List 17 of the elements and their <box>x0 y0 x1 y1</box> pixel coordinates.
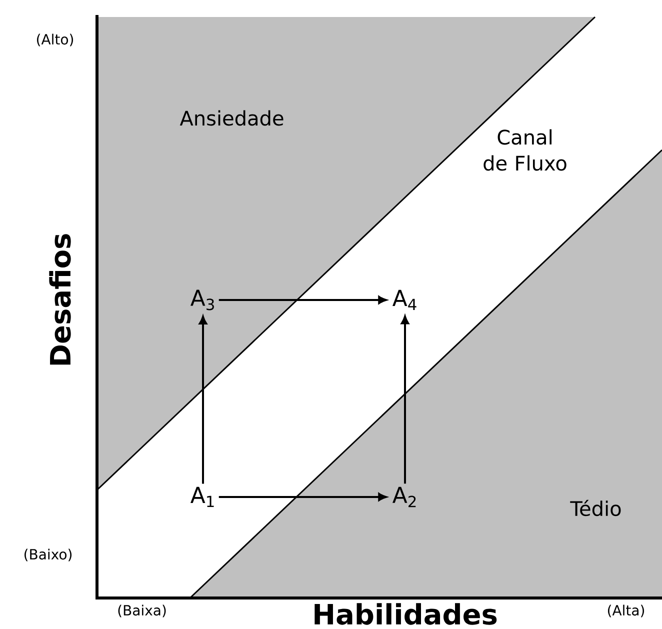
region-label: Canal de Fluxo <box>484 129 566 171</box>
axis-end-label: (Baixo) <box>24 548 72 562</box>
node-label: A$_{2}$ <box>392 486 416 508</box>
region-label: Tédio <box>570 500 621 516</box>
axis-title: Habilidades <box>314 603 497 625</box>
axis-end-label: (Alto) <box>37 34 74 46</box>
axis-end-label: (Alta) <box>608 604 644 618</box>
node-label: A$_{3}$ <box>190 290 214 310</box>
node-label: A$_{4}$ <box>392 290 416 310</box>
arrow <box>218 296 387 304</box>
arrow <box>218 492 387 502</box>
arrow <box>400 316 410 484</box>
axis-title: Desafios <box>49 234 71 365</box>
axis-end-label: (Baixa) <box>118 604 166 618</box>
node-label: A$_{1}$ <box>190 486 214 508</box>
arrow <box>198 316 208 484</box>
region-label: Ansiedade <box>180 110 284 126</box>
